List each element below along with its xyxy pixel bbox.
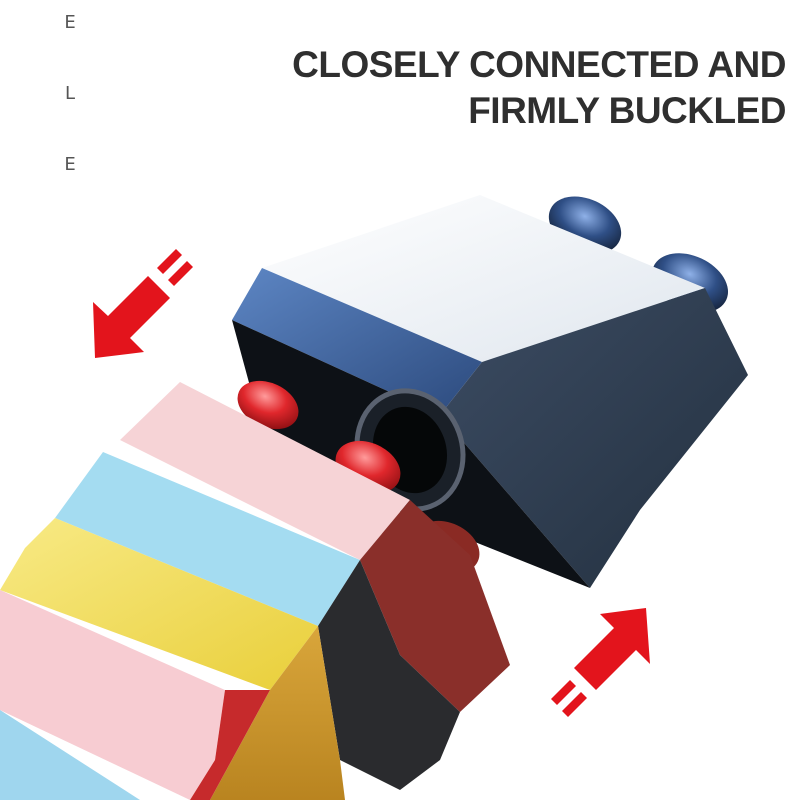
- arrow-stripe: [551, 680, 576, 705]
- pink-bottom-top-face: [0, 590, 225, 800]
- navy-top-face: [262, 195, 705, 362]
- navy-block: [232, 195, 748, 588]
- arrow-stripe: [168, 261, 193, 286]
- pink-top-face: [120, 382, 410, 560]
- yellow-top-face: [0, 518, 318, 690]
- pink-red-block: [120, 382, 510, 712]
- red-stud: [237, 380, 299, 430]
- yellow-block: [0, 518, 345, 800]
- side-letter: E: [64, 154, 76, 175]
- headline-line-1: CLOSELY CONNECTED AND: [292, 44, 786, 85]
- navy-right-face: [440, 288, 748, 588]
- side-letter: E: [64, 12, 76, 33]
- navy-left-face: [232, 268, 482, 415]
- blue-black-block: [55, 452, 460, 790]
- pink-red-bottom-block: [0, 590, 270, 800]
- arrow-down-left-icon: [93, 249, 193, 358]
- blue-corner-face: [0, 710, 140, 800]
- blue-top-face: [55, 452, 360, 626]
- arrow-up-right-icon: [551, 608, 650, 717]
- headline-line-2: FIRMLY BUCKLED: [468, 90, 786, 131]
- side-letters: E L E: [60, 12, 80, 225]
- red-front-face: [360, 500, 510, 712]
- blue-corner-block: [0, 710, 140, 800]
- side-letter: L: [64, 83, 76, 104]
- black-front-face: [318, 560, 460, 790]
- yellow-front-face: [210, 626, 345, 800]
- headline: CLOSELY CONNECTED AND FIRMLY BUCKLED: [186, 42, 786, 134]
- arrow-stripe: [157, 249, 182, 274]
- arrow-stripe: [562, 692, 587, 717]
- red-bottom-front-face: [190, 690, 270, 800]
